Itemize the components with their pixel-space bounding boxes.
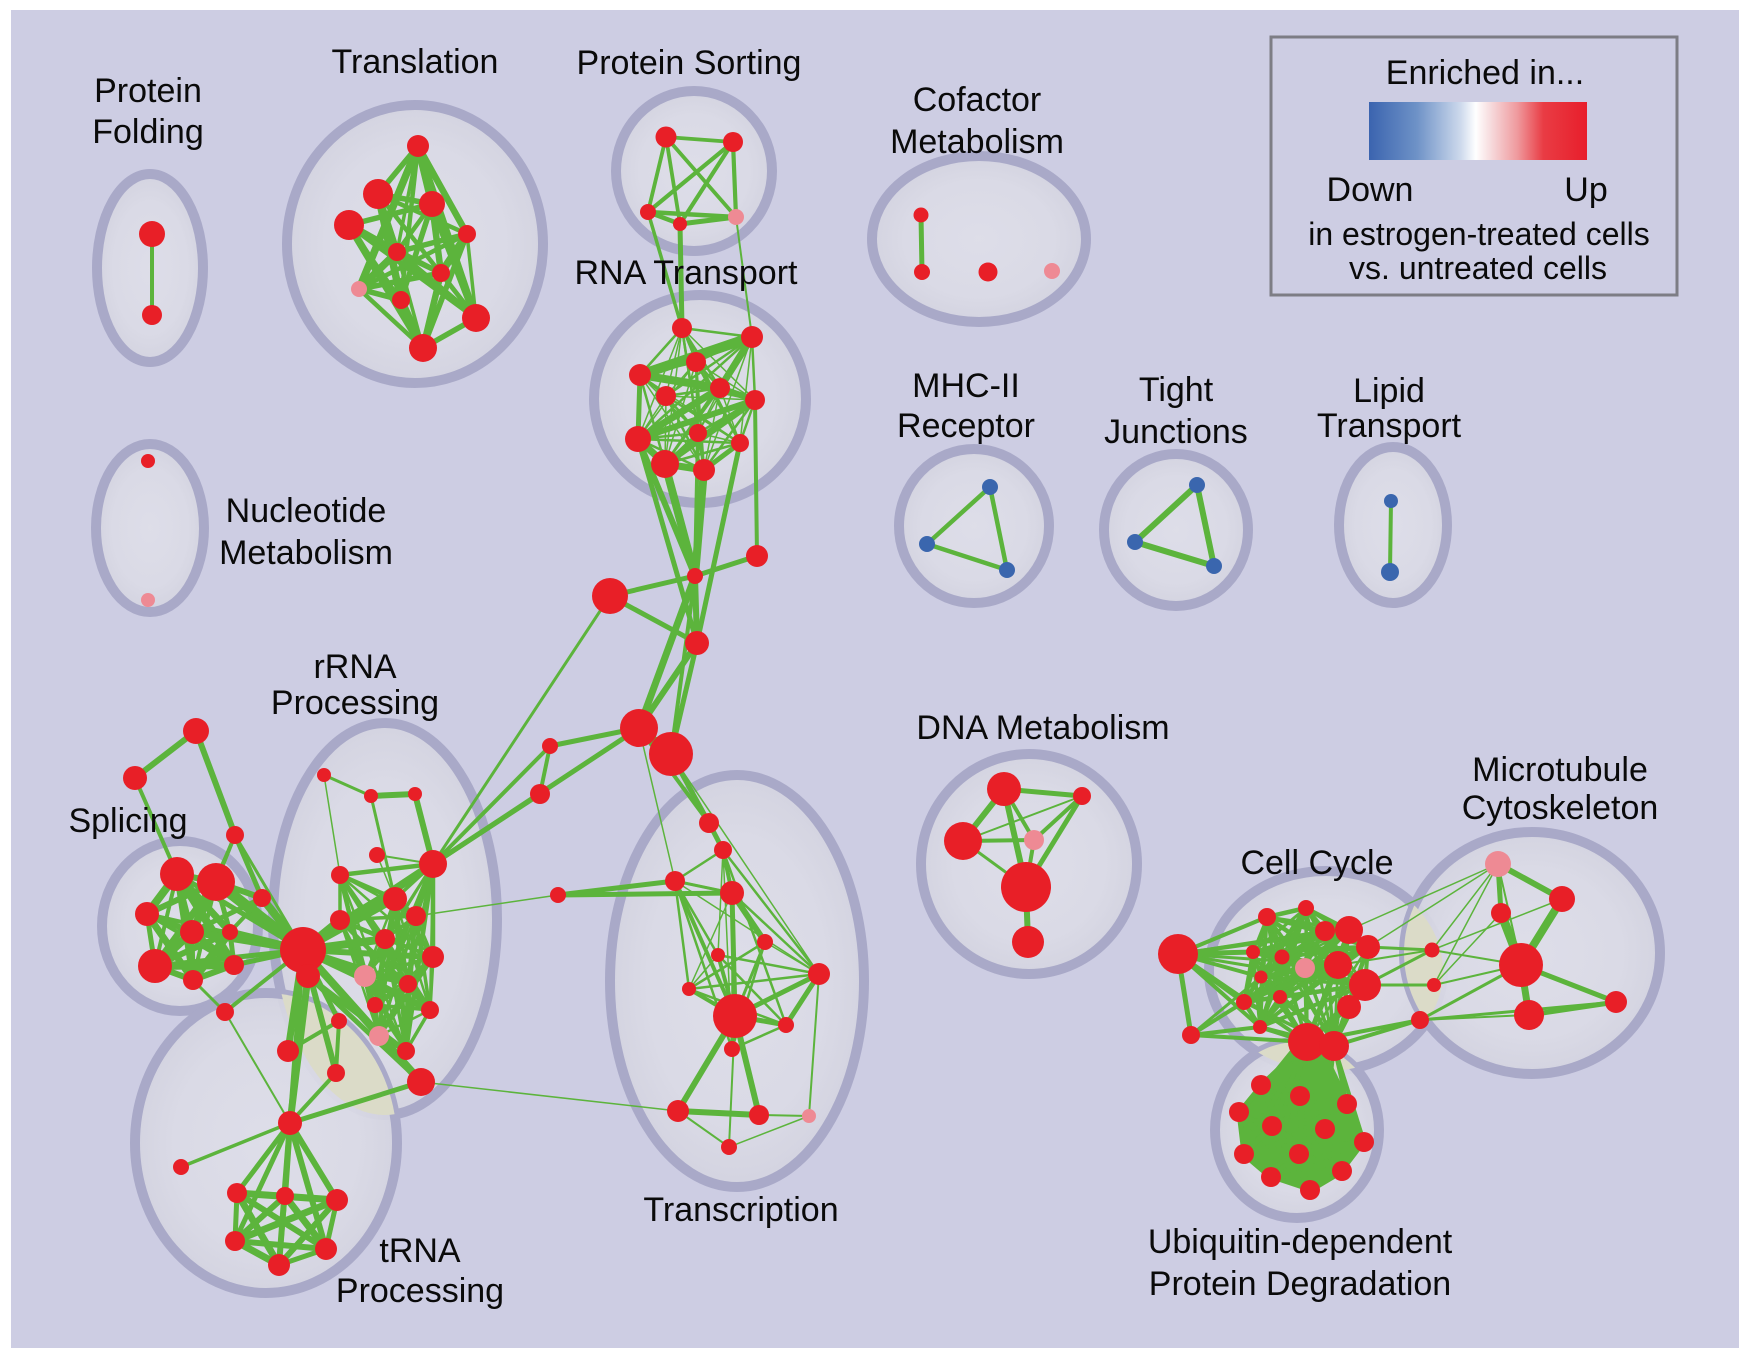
- svg-text:Transport: Transport: [1317, 407, 1462, 445]
- svg-text:Protein Degradation: Protein Degradation: [1149, 1265, 1451, 1303]
- svg-text:Transcription: Transcription: [643, 1191, 838, 1229]
- svg-text:Metabolism: Metabolism: [890, 123, 1064, 161]
- svg-text:DNA Metabolism: DNA Metabolism: [916, 709, 1169, 747]
- svg-text:Protein: Protein: [94, 72, 202, 110]
- svg-text:vs. untreated cells: vs. untreated cells: [1349, 250, 1607, 286]
- svg-text:Microtubule: Microtubule: [1472, 751, 1648, 789]
- svg-text:Up: Up: [1564, 171, 1607, 209]
- svg-text:Cofactor: Cofactor: [913, 81, 1042, 119]
- svg-text:Folding: Folding: [92, 113, 204, 151]
- svg-text:Ubiquitin-dependent: Ubiquitin-dependent: [1148, 1223, 1453, 1261]
- svg-text:Protein Sorting: Protein Sorting: [577, 44, 802, 82]
- svg-text:Tight: Tight: [1139, 371, 1214, 409]
- svg-text:RNA Transport: RNA Transport: [575, 254, 799, 292]
- svg-text:Down: Down: [1327, 171, 1414, 209]
- svg-text:Translation: Translation: [332, 43, 499, 81]
- svg-text:Junctions: Junctions: [1104, 413, 1248, 451]
- svg-text:in estrogen-treated cells: in estrogen-treated cells: [1308, 216, 1650, 252]
- svg-text:Processing: Processing: [336, 1272, 504, 1310]
- svg-text:Splicing: Splicing: [68, 802, 187, 840]
- svg-text:Lipid: Lipid: [1353, 372, 1425, 410]
- svg-text:Nucleotide: Nucleotide: [226, 492, 387, 530]
- svg-text:Cytoskeleton: Cytoskeleton: [1462, 789, 1659, 827]
- svg-text:rRNA: rRNA: [313, 648, 396, 686]
- svg-text:tRNA: tRNA: [379, 1232, 461, 1270]
- svg-text:Metabolism: Metabolism: [219, 534, 393, 572]
- svg-text:Receptor: Receptor: [897, 407, 1035, 445]
- svg-text:Cell Cycle: Cell Cycle: [1240, 844, 1393, 882]
- svg-text:MHC-II: MHC-II: [912, 367, 1020, 405]
- svg-text:Enriched in...: Enriched in...: [1386, 54, 1584, 92]
- svg-text:Processing: Processing: [271, 684, 439, 722]
